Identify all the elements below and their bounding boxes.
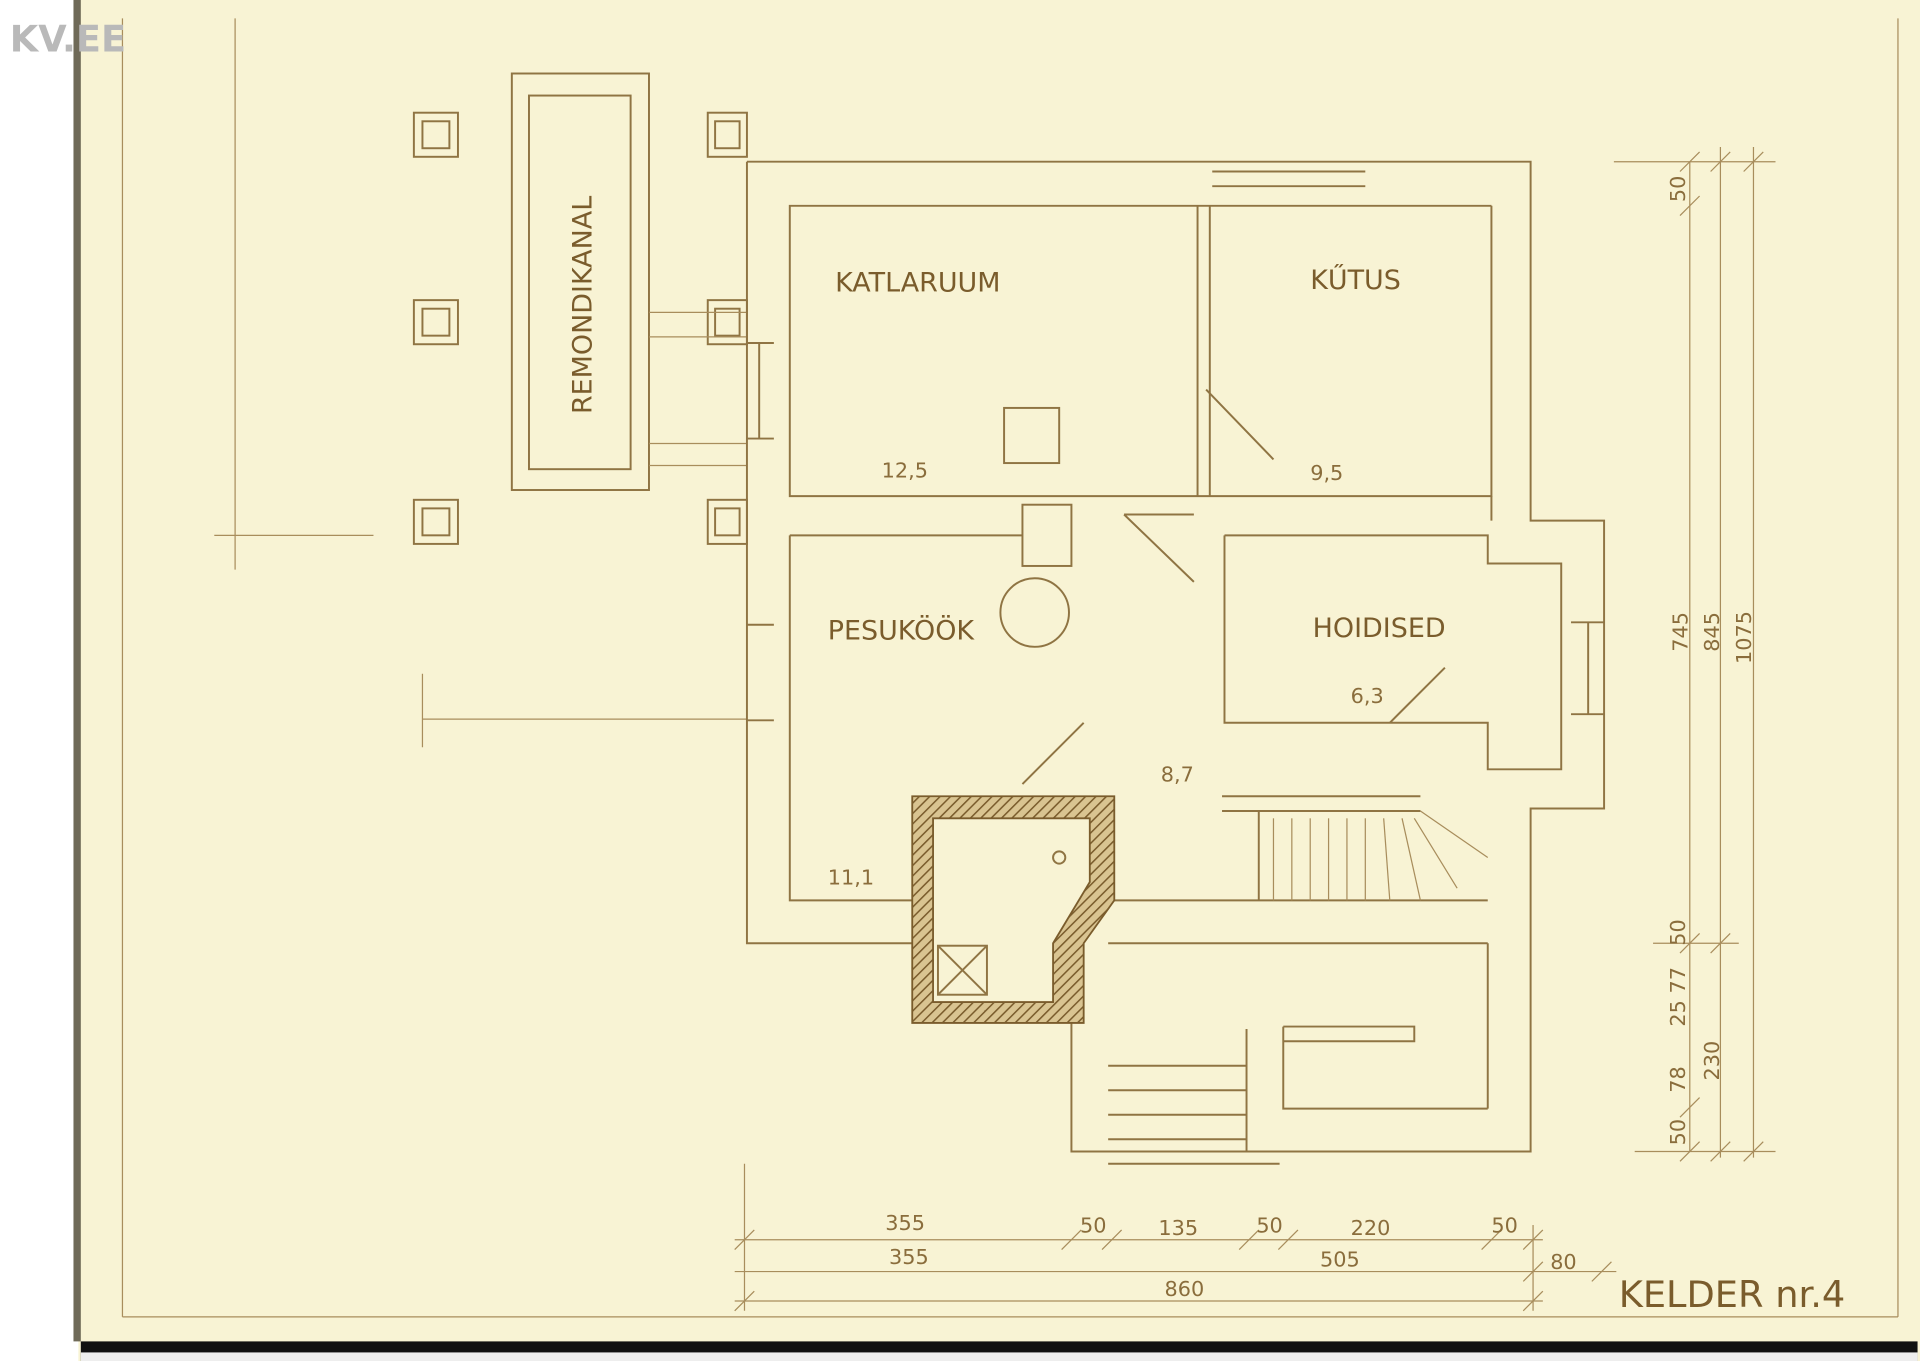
dim-bottom-3: 135 <box>1158 1216 1198 1240</box>
room-area-katlaruum: 12,5 <box>882 459 928 483</box>
drawing-frame <box>121 18 1899 1318</box>
dim-right-lower-4: 78 <box>1666 1066 1690 1092</box>
bottom-dimension-lines <box>734 1163 1617 1312</box>
dim-bottom-5: 220 <box>1351 1216 1391 1240</box>
room-area-hall: 8,7 <box>1161 763 1194 787</box>
dim-bottom-total: 860 <box>1164 1277 1204 1301</box>
remondikanal-pit: REMONDIKANAL <box>510 72 747 491</box>
dim-bottom-row2-2: 505 <box>1320 1248 1360 1272</box>
dim-right-lower-5: 50 <box>1666 1119 1690 1145</box>
dim-right-lower-3: 230 <box>1700 1041 1724 1081</box>
dim-bottom-2: 50 <box>1080 1213 1106 1237</box>
dim-right-top: 50 <box>1666 176 1690 202</box>
room-area-pesukook: 11,1 <box>828 865 874 889</box>
plan-title: KELDER nr.4 <box>1619 1273 1845 1316</box>
remondikanal-label: REMONDIKANAL <box>567 196 598 414</box>
hatched-masonry <box>911 795 1116 1024</box>
room-area-hoidised: 6,3 <box>1351 684 1384 708</box>
dim-bottom-1: 355 <box>885 1211 925 1235</box>
room-name-kutus: KŰTUS <box>1310 264 1401 296</box>
dim-bottom-row2-3: 80 <box>1550 1250 1576 1274</box>
building-walls <box>745 160 1606 1165</box>
right-dimension-lines <box>1613 147 1776 1162</box>
room-name-hoidised: HOIDISED <box>1313 613 1446 644</box>
dim-bottom-row2-1: 355 <box>889 1245 929 1269</box>
staircase <box>1272 810 1489 901</box>
room-name-katlaruum: KATLARUUM <box>835 268 1000 299</box>
dim-right-lower-2: 25 77 <box>1666 967 1690 1027</box>
kv-ee-logo: KV.EE <box>10 17 126 60</box>
dim-right-1075: 1075 <box>1732 611 1756 664</box>
dim-bottom-6: 50 <box>1491 1213 1517 1237</box>
pillars <box>412 111 748 545</box>
paper-left-edge <box>0 0 79 1361</box>
room-name-pesukook: PESUKÖÖK <box>828 614 976 646</box>
dim-right-lower-1: 50 <box>1666 919 1690 945</box>
dim-bottom-4: 50 <box>1256 1213 1282 1237</box>
dim-right-845: 845 <box>1700 612 1724 652</box>
room-area-kutus: 9,5 <box>1310 461 1343 485</box>
dim-right-745: 745 <box>1668 612 1692 652</box>
